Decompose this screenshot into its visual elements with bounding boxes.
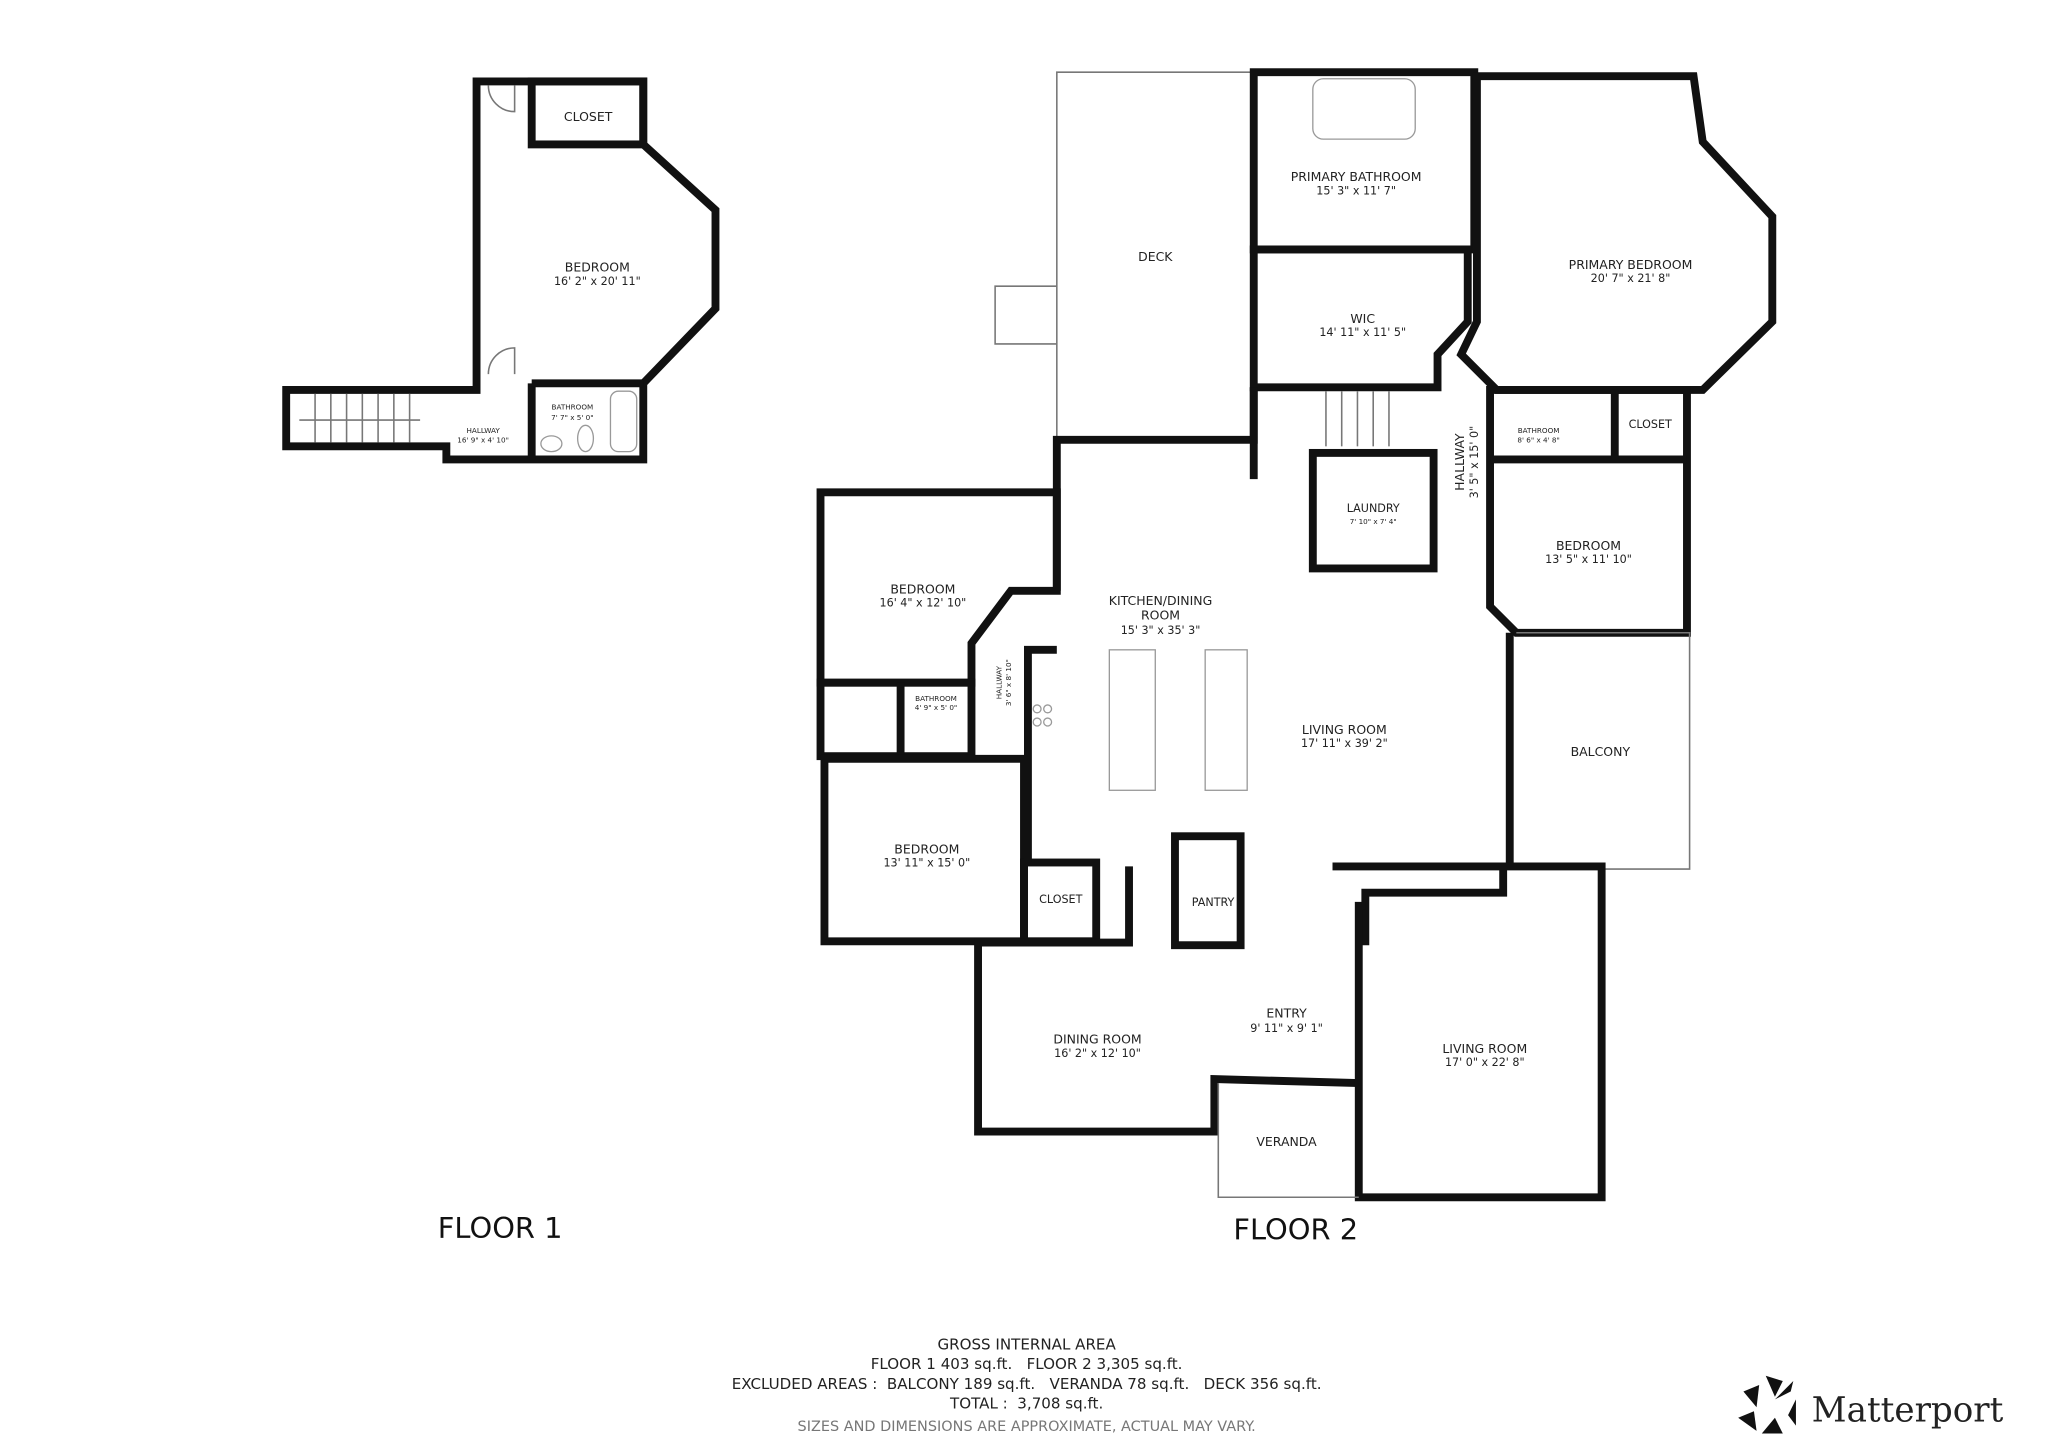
island-right — [1204, 649, 1248, 791]
room-dims: 15' 3" x 35' 3" — [1121, 624, 1201, 637]
room-label: BEDROOM — [1556, 538, 1621, 553]
stairs-icon — [1325, 391, 1390, 447]
room-label: DINING ROOM — [1053, 1032, 1141, 1047]
area-summary: GROSS INTERNAL AREA FLOOR 1 403 sq.ft. F… — [732, 1336, 1322, 1435]
room-label: WIC — [1350, 311, 1375, 326]
room-label: PANTRY — [1192, 896, 1235, 909]
fireplace-wall — [1332, 862, 1508, 946]
floor-1-plan: CLOSET BEDROOM 16' 2" x 20' 11" HALLWAY … — [282, 77, 720, 1245]
door-icon — [487, 347, 516, 375]
room-label: VERANDA — [1256, 1134, 1317, 1149]
room-label: KITCHEN/DINING — [1109, 593, 1213, 608]
room-dims: 16' 9" x 4' 10" — [457, 435, 509, 444]
room-dims: 16' 2" x 20' 11" — [554, 275, 641, 288]
room-dims: 4' 9" x 5' 0" — [915, 703, 957, 712]
room-dims: 3' 5" x 15' 0" — [1468, 426, 1481, 499]
room-label: ENTRY — [1266, 1005, 1307, 1020]
room-label: LIVING ROOM — [1302, 722, 1387, 737]
room-dims: 14' 11" x 11' 5" — [1319, 326, 1406, 339]
door-icon — [487, 85, 516, 113]
stairs-icon — [299, 393, 421, 443]
matterport-logo: Matterport — [1738, 1375, 2004, 1434]
room-dims: 17' 11" x 39' 2" — [1301, 737, 1388, 750]
room-label: LIVING ROOM — [1442, 1041, 1527, 1056]
room-dims: 16' 2" x 12' 10" — [1054, 1047, 1141, 1060]
toilet-icon — [576, 424, 595, 453]
room-label: BATHROOM — [551, 403, 593, 412]
living-left-wall — [1354, 901, 1366, 1084]
room-dims: 9' 11" x 9' 1" — [1250, 1022, 1323, 1035]
bathtub-icon — [1312, 78, 1416, 140]
bathtub-icon — [609, 390, 638, 453]
room-dims: 15' 3" x 11' 7" — [1316, 184, 1396, 197]
dining-walls — [974, 866, 1359, 1136]
room-label: ROOM — [1141, 608, 1180, 623]
pantry-walls — [1171, 832, 1245, 950]
room-label: BEDROOM — [894, 841, 959, 856]
main-walls — [1052, 387, 1258, 591]
deck-stairs — [994, 285, 1057, 345]
sink-icon — [540, 435, 563, 453]
room-label: BALCONY — [1571, 744, 1631, 759]
room-dims: 20' 7" x 21' 8" — [1591, 272, 1671, 285]
summary-floor-areas: FLOOR 1 403 sq.ft. FLOOR 2 3,305 sq.ft. — [871, 1355, 1183, 1373]
island-left — [1108, 649, 1156, 791]
summary-total: TOTAL : 3,708 sq.ft. — [949, 1395, 1103, 1413]
floor-1-outline — [282, 77, 720, 464]
room-dims: 8' 6" x 4' 8" — [1517, 435, 1559, 444]
matterport-logo-icon — [1738, 1375, 1796, 1434]
room-label: BATHROOM — [1518, 426, 1560, 435]
room-label: CLOSET — [564, 109, 613, 124]
room-label: DECK — [1138, 249, 1173, 264]
living-right-wall — [1354, 632, 1606, 1202]
room-label: PRIMARY BATHROOM — [1291, 169, 1422, 184]
closet-walls — [527, 77, 648, 149]
kitchen-wall — [1024, 645, 1057, 863]
room-label: BATHROOM — [915, 694, 957, 703]
cooktop-icon — [1032, 704, 1053, 727]
room-label: CLOSET — [1629, 418, 1672, 431]
room-label: BEDROOM — [890, 581, 955, 596]
primary-bath-walls — [1249, 68, 1479, 254]
summary-heading: GROSS INTERNAL AREA — [937, 1336, 1116, 1354]
floor-2-label: FLOOR 2 — [1233, 1212, 1358, 1246]
deck-outline — [1056, 71, 1254, 440]
veranda-outline — [1217, 1083, 1359, 1199]
room-label: HALLWAY — [995, 665, 1004, 699]
room-label: PRIMARY BEDROOM — [1569, 257, 1693, 272]
brand-name: Matterport — [1812, 1391, 2004, 1431]
room-dims: 7' 10" x 7' 4" — [1350, 517, 1397, 526]
room-dims: 13' 11" x 15' 0" — [883, 856, 970, 869]
summary-disclaimer: SIZES AND DIMENSIONS ARE APPROXIMATE, AC… — [798, 1419, 1256, 1435]
room-label: HALLWAY — [466, 426, 500, 435]
room-label: LAUNDRY — [1347, 502, 1400, 515]
room-label: BEDROOM — [565, 260, 630, 275]
room-dims: 7' 7" x 5' 0" — [551, 413, 593, 422]
room-dims: 3' 6" x 8' 10" — [1004, 659, 1013, 706]
laundry-walls — [1308, 448, 1438, 573]
floor-2-plan: DECK PRIMARY BATHROOM 15' 3" x 11' 7" PR… — [816, 68, 1777, 1246]
room-dims: 13' 5" x 11' 10" — [1545, 553, 1632, 566]
summary-excluded: EXCLUDED AREAS : BALCONY 189 sq.ft. VERA… — [732, 1375, 1322, 1393]
floor-1-label: FLOOR 1 — [438, 1211, 563, 1245]
primary-bedroom-walls — [1456, 72, 1777, 394]
room-label: CLOSET — [1039, 893, 1082, 906]
room-label: HALLWAY — [1452, 433, 1467, 491]
room-dims: 16' 4" x 12' 10" — [880, 597, 967, 610]
room-dims: 17' 0" x 22' 8" — [1445, 1056, 1525, 1069]
